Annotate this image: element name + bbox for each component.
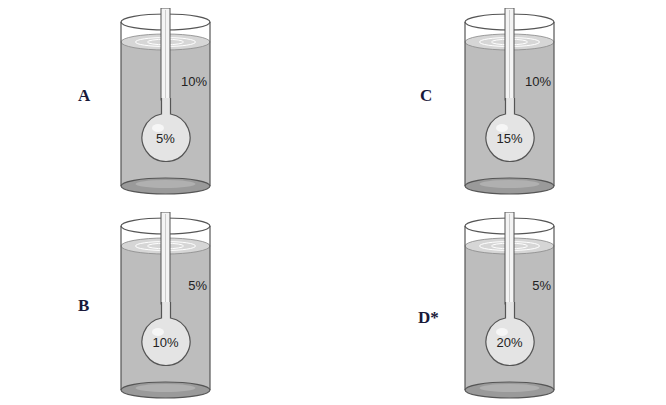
outer-concentration: 10%: [525, 74, 551, 89]
membrane-bulb: 15%: [480, 98, 540, 162]
inner-concentration: 5%: [156, 131, 175, 146]
inner-concentration: 10%: [152, 335, 178, 350]
option-letter: D*: [418, 308, 439, 328]
membrane-bulb: 20%: [480, 302, 540, 366]
membrane-bulb: 10%: [136, 302, 196, 366]
outer-concentration: 5%: [188, 278, 207, 293]
membrane-bulb-outline: [136, 302, 196, 366]
membrane-bulb-outline: [480, 98, 540, 162]
option-letter: B: [78, 296, 89, 316]
beaker: 10% 15%: [462, 8, 557, 198]
membrane-bulb: 5%: [136, 98, 196, 162]
option-letter: C: [420, 86, 432, 106]
beaker: 5% 20%: [462, 212, 557, 402]
option-letter: A: [78, 86, 90, 106]
inner-concentration: 15%: [496, 131, 522, 146]
outer-concentration: 10%: [181, 74, 207, 89]
beaker: 10% 5%: [118, 8, 213, 198]
inner-concentration: 20%: [496, 335, 522, 350]
membrane-bulb-outline: [480, 302, 540, 366]
membrane-bulb-outline: [136, 98, 196, 162]
outer-concentration: 5%: [532, 278, 551, 293]
beaker: 5% 10%: [118, 212, 213, 402]
